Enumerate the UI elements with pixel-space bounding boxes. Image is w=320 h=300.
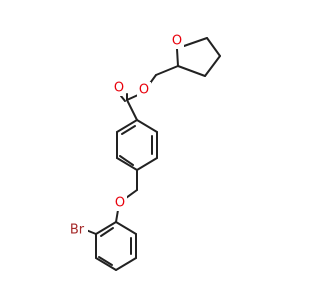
bond-ch2-ring [155,65,179,76]
bond-benz-inner-3 [121,125,136,135]
label-backing-br [66,222,88,238]
bond-oester-carbonylc [126,94,139,101]
label-backing-ring-o [170,33,184,49]
atom-labels: O O O O Br [66,33,184,238]
bond-thf-2 [206,37,221,57]
bond-ph-4 [95,257,117,271]
bond-carbonyl-double-b [120,95,126,102]
ring-oxygen-label: O [172,34,182,49]
bond-thf-3 [204,55,221,77]
structure-canvas: O O O O Br [66,33,221,271]
label-backing-carbonyl-o [112,80,126,96]
bonds [85,37,221,271]
bond-carbonylc-ring [126,99,138,121]
bond-benz-3 [136,157,158,171]
ether-oxygen-label: O [115,196,125,211]
bond-thf-5 [176,48,179,67]
bond-benz-inner-2 [119,155,134,166]
bond-ph-inner-2 [98,256,113,266]
carbonyl-oxygen-label: O [114,81,124,96]
bond-benz-4 [116,157,138,171]
bond-thf-4 [177,65,206,77]
label-backing-ether-o [113,195,127,211]
bond-oether-ring [115,209,119,223]
bond-ph-6 [95,221,117,235]
bond-ph-inner-3 [100,227,114,237]
label-backing-ester-o [137,82,151,98]
bond-ph-3 [115,257,137,271]
bond-ph-1 [115,221,137,235]
bond-ch2-oether [125,189,138,199]
molecule-drawing: O O O O Br [66,33,221,271]
bond-thf-1 [183,37,208,47]
bromine-label: Br [70,223,85,238]
bond-benz-1 [136,119,158,133]
ester-oxygen-label: O [139,83,149,98]
bond-benz-6 [116,119,138,133]
